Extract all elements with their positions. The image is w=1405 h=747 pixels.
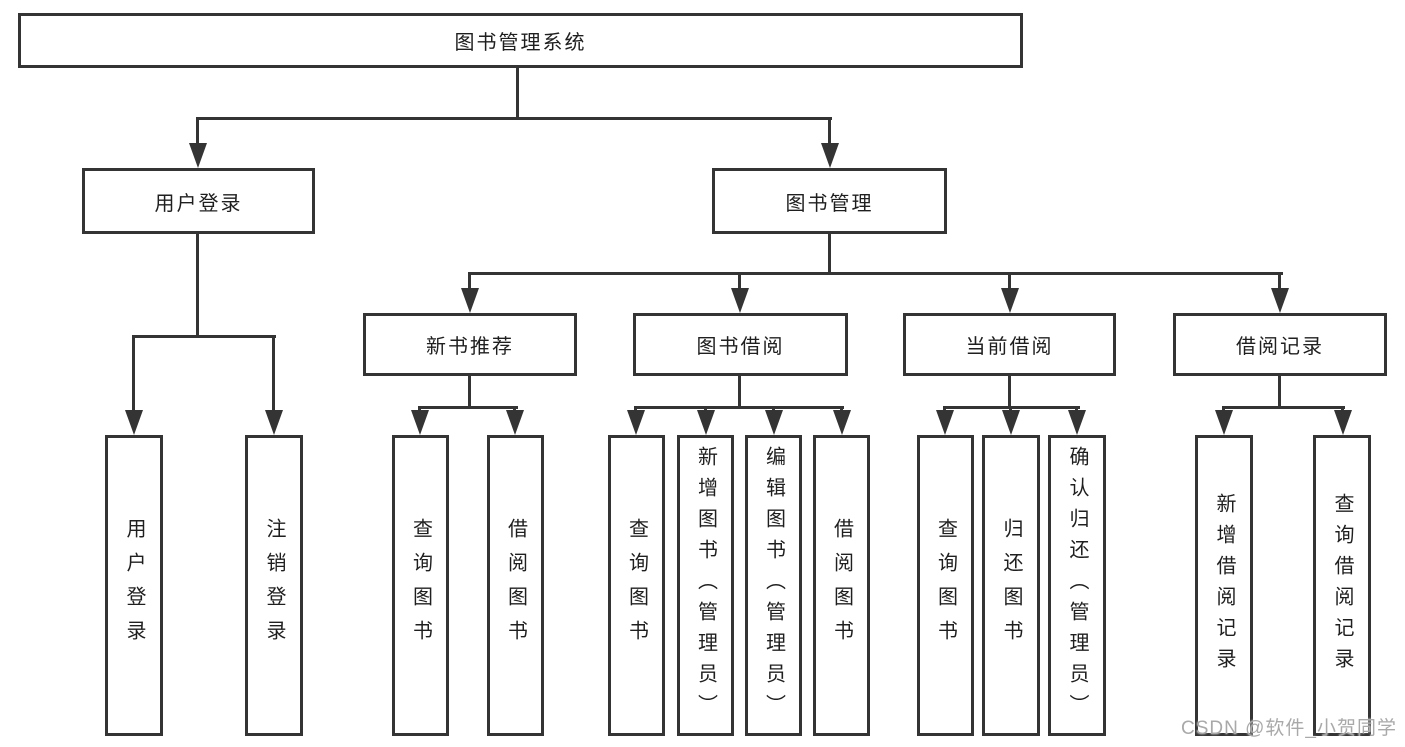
- leaf-add-borrow-record: 新增借阅记录: [1195, 435, 1253, 736]
- down-arrow-icon: [833, 410, 851, 435]
- leaf-label: 新增借阅记录: [1213, 492, 1235, 679]
- leaf-label: 查询借阅记录: [1331, 492, 1353, 679]
- connector-line: [1009, 406, 1012, 412]
- down-arrow-icon: [697, 410, 715, 435]
- leaf-borrow-books-recommend: 借阅图书: [487, 435, 544, 736]
- connector-line: [468, 376, 471, 407]
- node-user-login: 用户登录: [82, 168, 315, 234]
- node-library-management-system: 图书管理系统: [18, 13, 1023, 68]
- connector-line: [196, 117, 199, 144]
- node-new-book-recommendation: 新书推荐: [363, 313, 577, 376]
- down-arrow-icon: [1001, 288, 1019, 313]
- down-arrow-icon: [1068, 410, 1086, 435]
- leaf-return-books: 归还图书: [982, 435, 1040, 736]
- connector-line: [1222, 406, 1345, 409]
- node-current-borrowing: 当前借阅: [903, 313, 1116, 376]
- down-arrow-icon: [821, 143, 839, 168]
- leaf-query-books-borrowing: 查询图书: [608, 435, 665, 736]
- node-borrowing-records: 借阅记录: [1173, 313, 1387, 376]
- down-arrow-icon: [506, 410, 524, 435]
- connector-line: [943, 406, 946, 412]
- down-arrow-icon: [1002, 410, 1020, 435]
- down-arrow-icon: [1215, 410, 1233, 435]
- down-arrow-icon: [936, 410, 954, 435]
- connector-line: [704, 406, 707, 412]
- leaf-label: 用户登录: [123, 517, 145, 654]
- leaf-borrow-books-borrowing: 借阅图书: [813, 435, 870, 736]
- connector-line: [634, 406, 844, 409]
- connector-line: [1222, 406, 1225, 412]
- connector-line: [418, 406, 421, 412]
- connector-line: [738, 376, 741, 407]
- connector-line: [1075, 406, 1078, 412]
- down-arrow-icon: [265, 410, 283, 435]
- down-arrow-icon: [1334, 410, 1352, 435]
- down-arrow-icon: [189, 143, 207, 168]
- leaf-label: 查询图书: [409, 517, 432, 654]
- connector-line: [468, 272, 1283, 275]
- connector-line: [132, 335, 276, 338]
- connector-line: [272, 335, 275, 411]
- connector-line: [828, 233, 831, 274]
- connector-line: [513, 406, 516, 412]
- connector-line: [1008, 376, 1011, 407]
- down-arrow-icon: [125, 410, 143, 435]
- leaf-label: 注销登录: [263, 517, 285, 654]
- leaf-label: 新增图书（管理员）: [694, 446, 717, 725]
- leaf-query-borrow-record: 查询借阅记录: [1313, 435, 1371, 736]
- down-arrow-icon: [731, 288, 749, 313]
- leaf-confirm-return-admin: 确认归还（管理员）: [1048, 435, 1106, 736]
- connector-line: [1278, 376, 1281, 407]
- node-book-borrowing: 图书借阅: [633, 313, 848, 376]
- connector-line: [516, 68, 519, 118]
- connector-line: [468, 272, 471, 289]
- down-arrow-icon: [627, 410, 645, 435]
- leaf-query-books-current: 查询图书: [917, 435, 974, 736]
- down-arrow-icon: [1271, 288, 1289, 313]
- connector-line: [1341, 406, 1344, 412]
- connector-line: [828, 117, 831, 144]
- leaf-label: 查询图书: [625, 517, 648, 654]
- leaf-label: 归还图书: [1000, 517, 1022, 654]
- connector-line: [634, 406, 637, 412]
- leaf-label: 确认归还（管理员）: [1066, 446, 1088, 725]
- connector-line: [1278, 272, 1281, 289]
- leaf-label: 借阅图书: [504, 517, 527, 654]
- connector-line: [738, 272, 741, 289]
- connector-line: [1008, 272, 1011, 289]
- down-arrow-icon: [411, 410, 429, 435]
- leaf-add-books-admin: 新增图书（管理员）: [677, 435, 734, 736]
- connector-line: [132, 335, 135, 411]
- leaf-query-books-recommend: 查询图书: [392, 435, 449, 736]
- leaf-logout: 注销登录: [245, 435, 303, 736]
- leaf-label: 编辑图书（管理员）: [762, 446, 785, 725]
- leaf-label: 借阅图书: [830, 517, 853, 654]
- connector-line: [196, 117, 832, 120]
- leaf-label: 查询图书: [934, 517, 957, 654]
- leaf-user-login: 用户登录: [105, 435, 163, 736]
- connector-line: [840, 406, 843, 412]
- node-book-management: 图书管理: [712, 168, 947, 234]
- connector-line: [418, 406, 518, 409]
- leaf-edit-books-admin: 编辑图书（管理员）: [745, 435, 802, 736]
- down-arrow-icon: [765, 410, 783, 435]
- connector-line: [772, 406, 775, 412]
- connector-line: [196, 233, 199, 336]
- down-arrow-icon: [461, 288, 479, 313]
